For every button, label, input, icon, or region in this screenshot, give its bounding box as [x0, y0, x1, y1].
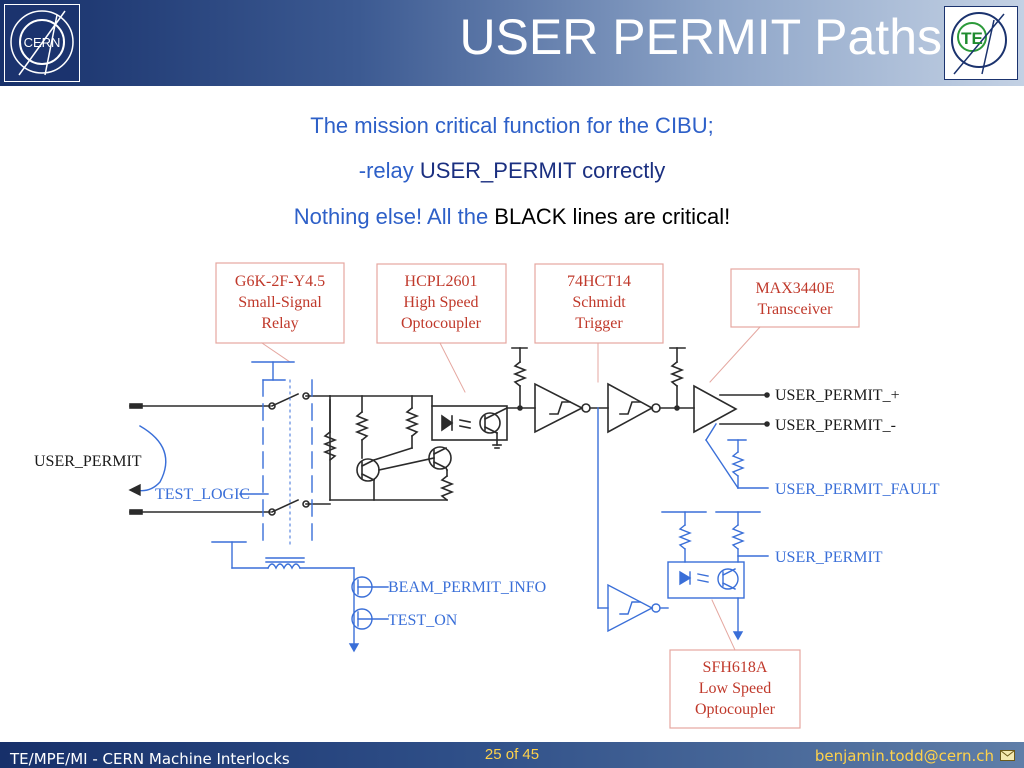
- schmitt-label-line1: 74HCT14: [567, 273, 631, 290]
- intro-line-3-highlight: BLACK lines are critical!: [494, 204, 731, 229]
- intro-line-3: Nothing else! All the BLACK lines are cr…: [0, 204, 1024, 230]
- secondary-path: [128, 361, 769, 653]
- footer-email-link[interactable]: benjamin.todd@cern.ch: [814, 747, 994, 765]
- transceiver-label-line2: Transceiver: [758, 301, 834, 318]
- opto-high-label-line1: HCPL2601: [405, 273, 478, 290]
- intro-line-2-highlight: USER_PERMIT correctly: [419, 158, 666, 183]
- opto-high-label: HCPL2601 High Speed Optocoupler: [401, 273, 482, 332]
- footer-bar: TE/MPE/MI - CERN Machine Interlocks 25 o…: [0, 742, 1024, 768]
- opto-high-label-line2: High Speed: [403, 294, 478, 311]
- circuit-diagram: G6K-2F-Y4.5 Small-Signal Relay HCPL2601 …: [34, 262, 940, 729]
- header-bar: CERN USER PERMIT Paths TE: [0, 0, 1024, 86]
- signal-test-on: TEST_ON: [388, 612, 458, 629]
- footer-department: TE/MPE/MI - CERN Machine Interlocks: [10, 750, 290, 768]
- transceiver-label-line1: MAX3440E: [755, 280, 834, 297]
- opto-high-label-box: [376, 263, 507, 393]
- signal-beam-permit-info: BEAM_PERMIT_INFO: [388, 579, 546, 596]
- te-logo-icon: TE: [944, 6, 1018, 80]
- relay-label-box: [215, 262, 345, 363]
- opto-high-label-line3: Optocoupler: [401, 315, 482, 332]
- opto-low-label-line1: SFH618A: [703, 659, 768, 676]
- signal-user-permit-output: USER_PERMIT: [775, 549, 883, 566]
- schmitt-label-line2: Schmidt: [572, 294, 626, 311]
- signal-user-permit-fault: USER_PERMIT_FAULT: [775, 481, 940, 498]
- intro-line-3-prefix: Nothing else! All the: [293, 204, 495, 229]
- mail-icon[interactable]: [1000, 750, 1015, 761]
- opto-low-label: SFH618A Low Speed Optocoupler: [695, 659, 776, 718]
- transceiver-label-box: [709, 268, 860, 383]
- page-title: USER PERMIT Paths: [459, 9, 942, 65]
- opto-low-label-line3: Optocoupler: [695, 701, 776, 718]
- schmitt-label: 74HCT14 Schmidt Trigger: [567, 273, 631, 332]
- te-logo-text: TE: [961, 29, 983, 48]
- critical-path: [129, 347, 770, 516]
- relay-label-line2: Small-Signal: [238, 294, 322, 311]
- cern-logo-text: CERN: [24, 35, 61, 50]
- signal-user-permit-input: USER_PERMIT: [34, 453, 142, 470]
- cern-logo-icon: CERN: [4, 4, 80, 82]
- opto-low-label-box: [669, 599, 801, 729]
- intro-line-1: The mission critical function for the CI…: [0, 113, 1024, 139]
- schmitt-label-line3: Trigger: [575, 315, 623, 332]
- intro-line-2: -relay USER_PERMIT correctly: [0, 158, 1024, 184]
- signal-test-logic: TEST_LOGIC: [155, 486, 250, 503]
- opto-low-label-line2: Low Speed: [699, 680, 771, 697]
- relay-label-line1: G6K-2F-Y4.5: [235, 273, 325, 290]
- relay-label: G6K-2F-Y4.5 Small-Signal Relay: [235, 273, 325, 332]
- signal-user-permit-minus: USER_PERMIT_-: [775, 417, 896, 434]
- transceiver-label: MAX3440E Transceiver: [755, 280, 834, 318]
- page-number: 25 of 45: [484, 746, 540, 763]
- signal-user-permit-plus: USER_PERMIT_+: [775, 387, 900, 404]
- intro-line-1-text: The mission critical function for the CI…: [310, 113, 714, 138]
- intro-line-2-prefix: -relay: [358, 158, 420, 183]
- schmitt-label-box: [534, 263, 664, 383]
- relay-label-line3: Relay: [261, 315, 298, 332]
